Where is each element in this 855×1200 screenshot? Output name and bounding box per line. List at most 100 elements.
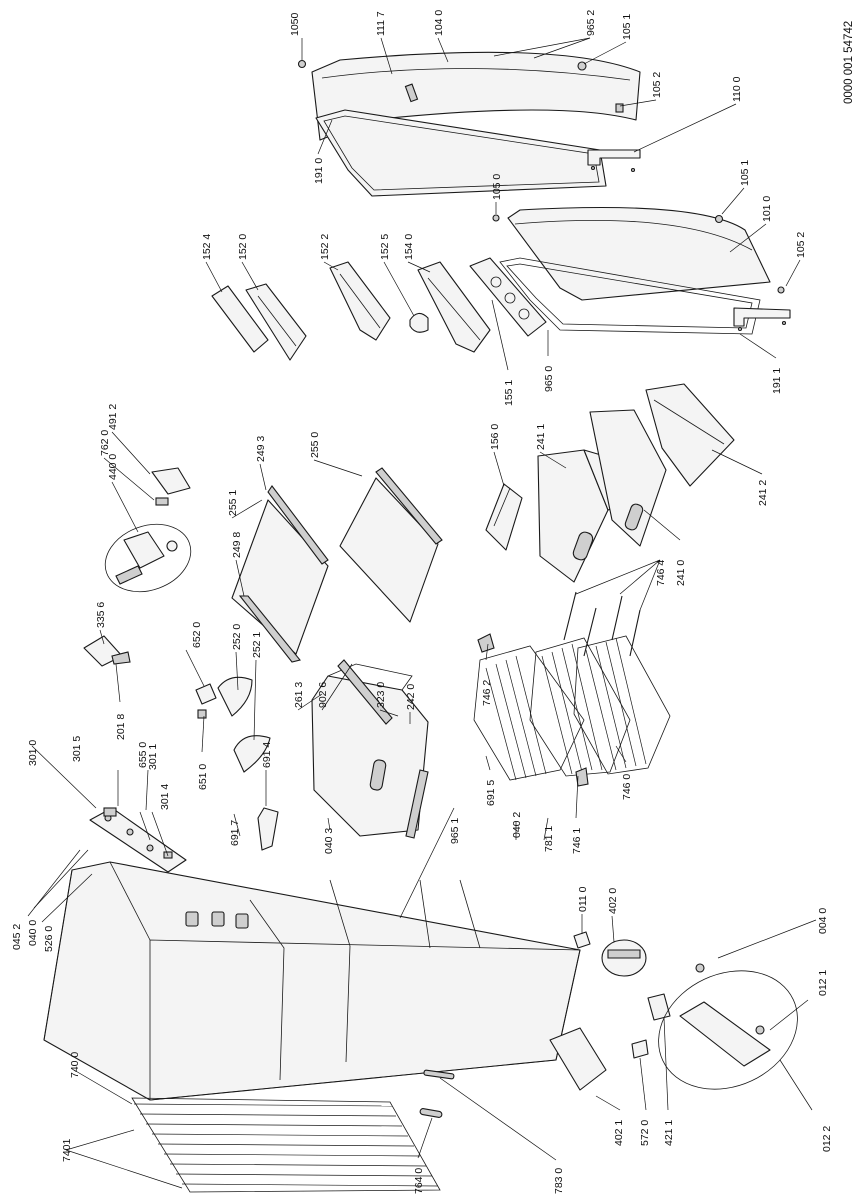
egg-tray-155-1 [469, 257, 547, 337]
callout-241-1: 241 1 [535, 424, 547, 450]
callout-191-1: 191 1 [771, 368, 783, 394]
callout-104-0: 104 0 [433, 10, 445, 36]
wire-baskets-746-0 [473, 633, 671, 787]
callout-783-0: 783 0 [553, 1168, 565, 1194]
callout-110-0: 110 0 [731, 76, 743, 102]
cabinet-body [43, 861, 581, 1101]
bottle-balcony-154-0 [409, 261, 491, 353]
callout-101-0: 101 0 [761, 196, 773, 222]
callout-651-0: 651 0 [197, 764, 209, 790]
callout-781-1: 781 1 [543, 826, 555, 852]
compressor-402-0 [601, 939, 647, 977]
callout-421-1: 421 1 [663, 1120, 675, 1146]
callout-040-2: 040 2 [511, 812, 523, 838]
callout-201-8: 201 8 [115, 714, 127, 740]
callout-249-8: 249 8 [231, 532, 243, 558]
callout-242-0: 242 0 [405, 684, 417, 710]
glass-shelf-255-1 [231, 485, 329, 663]
callout-105-0: 105 0 [491, 174, 503, 200]
callout-152-0: 152 0 [237, 234, 249, 260]
door-balcony-152-2 [329, 261, 391, 341]
lower-door-101-0 [492, 206, 785, 301]
callout-746-1: 746 1 [571, 828, 583, 854]
callout-012-2: 012 2 [821, 1126, 833, 1152]
capacitor-572-0 [631, 1039, 649, 1059]
glide-rails-746-4 [563, 591, 641, 657]
callout-691-7: 691 7 [229, 820, 241, 846]
callout-152-2: 152 2 [319, 234, 331, 260]
callout-105-1-b: 105 1 [739, 160, 751, 186]
callout-241-2: 241 2 [757, 480, 769, 506]
callout-7401: 7401 [61, 1138, 73, 1162]
callout-440-0: 440 0 [107, 454, 119, 480]
callout-965-1: 965 1 [449, 818, 461, 844]
callout-902-6: 902 6 [317, 682, 329, 708]
callout-252-1: 252 1 [251, 632, 263, 658]
drawer-241-2 [645, 383, 735, 487]
callout-255-1: 255 1 [227, 490, 239, 516]
hinge-bottom-105-2 [733, 307, 791, 332]
callout-152-4: 152 4 [201, 234, 213, 260]
callout-191-0: 191 0 [313, 158, 325, 184]
condenser-740-0 [131, 1097, 441, 1193]
callout-105-1-a: 105 1 [621, 14, 633, 40]
callout-965-2: 965 2 [585, 10, 597, 36]
callout-301-1: 301 1 [147, 744, 159, 770]
callout-762-0: 762 0 [99, 430, 111, 456]
callout-491-2: 491 2 [107, 404, 119, 430]
callout-301-5: 301 5 [71, 736, 83, 762]
glass-shelf-255-0 [339, 467, 443, 623]
callout-111-7: 111 7 [375, 11, 387, 36]
ice-tray-252-0 [195, 676, 271, 773]
callout-965-0: 965 0 [543, 366, 555, 392]
hinge-110-0 [587, 103, 641, 173]
callout-526-0: 526 0 [43, 926, 55, 952]
callout-249-3: 249 3 [255, 436, 267, 462]
callout-301-0: 301 0 [27, 740, 39, 766]
callout-labels: 1050 111 7 104 0 965 2 105 1 105 2 110 0… [11, 10, 833, 1194]
callout-105-2-a: 105 2 [651, 72, 663, 98]
callout-105-2-b: 105 2 [795, 232, 807, 258]
compressor-base-004-0 [658, 963, 798, 1090]
callout-301-4: 301 4 [159, 784, 171, 810]
control-panel-301-0 [89, 807, 187, 873]
callout-011-0: 011 0 [577, 886, 589, 912]
capillary-tube-783-0 [423, 1069, 455, 1080]
relay-421-1 [647, 993, 671, 1021]
callout-252-0: 252 0 [231, 624, 243, 650]
upper-door-104-0 [297, 51, 641, 141]
callout-402-1: 402 1 [613, 1120, 625, 1146]
callout-691-4: 691 4 [261, 742, 273, 768]
callout-746-2: 746 2 [481, 680, 493, 706]
door-gasket-191-1 [499, 257, 761, 335]
callout-335-6: 335 6 [95, 602, 107, 628]
drip-tray-402-1 [549, 1027, 607, 1091]
hinge-bracket-011-0 [573, 931, 591, 949]
door-gasket-191-0 [315, 109, 607, 197]
document-number: 0000 001 54742 [843, 21, 855, 104]
drawer-241-0 [589, 409, 667, 547]
callout-740-0: 740 0 [69, 1052, 81, 1078]
drier-764-0 [419, 1108, 443, 1118]
callout-652-0: 652 0 [191, 622, 203, 648]
callout-261-3: 261 3 [293, 682, 305, 708]
thermostat-assembly-440-0 [104, 467, 192, 593]
callout-402-0: 402 0 [607, 888, 619, 914]
callout-154-0: 154 0 [403, 234, 415, 260]
callout-152-5: 152 5 [379, 234, 391, 260]
callout-746-4: 746 4 [655, 560, 667, 586]
callout-691-5: 691 5 [485, 780, 497, 806]
callout-156-0: 156 0 [489, 424, 501, 450]
callout-323-0: 323 0 [375, 682, 387, 708]
leader-lines [27, 37, 817, 1189]
freezer-drawer-242-0 [311, 659, 429, 839]
callout-746-0: 746 0 [621, 774, 633, 800]
light-unit-335-6 [83, 635, 131, 667]
butter-dish-156-0 [485, 483, 523, 551]
callout-045-2: 045 2 [11, 924, 23, 950]
callout-655-0: 655 0 [137, 742, 149, 768]
callout-764-0: 764 0 [413, 1168, 425, 1194]
callout-572-0: 572 0 [639, 1120, 651, 1146]
callout-1050: 1050 [289, 12, 301, 36]
